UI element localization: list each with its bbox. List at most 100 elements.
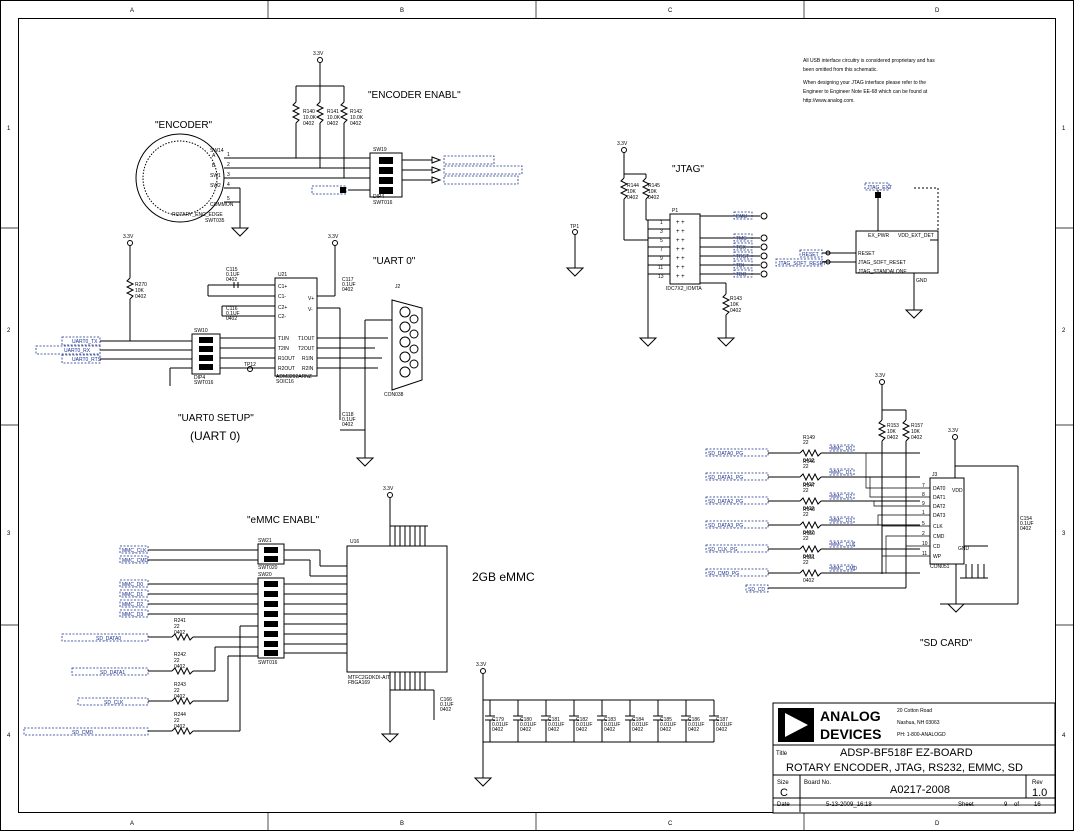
p1-pin-1: 1 (660, 220, 663, 226)
cap-ref: C182 (576, 717, 588, 723)
cap-value: 0.01UF (492, 722, 508, 728)
sd-resistor-value: 22 (803, 464, 809, 470)
rev-value: 1.0 (1032, 787, 1047, 799)
r141-pkg: 0402 (327, 121, 338, 127)
u16-ref: U16 (350, 539, 359, 545)
date-value: 5-13-2009_16:18 (826, 802, 872, 808)
r140-pkg: 0402 (303, 121, 314, 127)
r153-ref: R153 (887, 423, 899, 429)
cap-package: 0402 (492, 727, 503, 733)
encoder-part2: SWT035 (205, 218, 225, 224)
r243-pkg: 0402 (174, 694, 185, 700)
sd-pin-label: CD (933, 544, 941, 550)
u21-part2: SOIC16 (276, 379, 294, 385)
sd-pin-number: 2 (922, 531, 925, 537)
jtag-ic-pin-reset: RESET (858, 251, 875, 257)
sd-route (881, 525, 930, 550)
sd-mid-net: MMC_D1 (831, 470, 852, 476)
r153-pkg: 0402 (887, 435, 898, 441)
sw10-ref: SW10 (194, 328, 208, 334)
cap-ref: C179 (492, 717, 504, 723)
svg-text:+ +: + + (676, 238, 685, 244)
sd-left-net: SD_DATA0_PG (708, 451, 743, 457)
sd-resistor-package: 0402 (803, 482, 814, 488)
cap-value: 0.01UF (604, 722, 620, 728)
cap-ref: C180 (520, 717, 532, 723)
sheet-total: 16 (1034, 802, 1041, 808)
cap-value: 0.01UF (660, 722, 676, 728)
sw20-ref: SW20 (258, 572, 272, 578)
sheet-title: ROTARY ENCODER, JTAG, RS232, EMMC, SD (786, 762, 1023, 774)
sw10-part2: SWT016 (194, 380, 214, 386)
row-label-1: 1 (7, 126, 11, 132)
cap-value: 0.01UF (688, 722, 704, 728)
r142-val: 10.0K (350, 115, 364, 121)
svg-text:GND: GND (958, 546, 970, 552)
u21-pin-t2out: T2OUT (298, 346, 314, 352)
uart-supply-right: 3.3V (328, 234, 339, 240)
sd-resistor-ref: R148 (803, 507, 815, 513)
tp1-ref: TP1 (570, 224, 579, 230)
sd-resistor-ref: R146 (803, 459, 815, 465)
company-name-line-2: DEVICES (820, 726, 881, 742)
svg-text:+ +: + + (676, 220, 685, 226)
p1-pin-5: 5 (660, 238, 663, 244)
sd-resistor-package: 0402 (803, 458, 814, 464)
r242-val: 22 (174, 658, 180, 664)
u21-pin-vminus: V- (308, 307, 313, 313)
jtag-net-emu: EMU (736, 214, 748, 220)
p1-part: IDC7X2_IOMTA (666, 286, 702, 292)
col-label-a: A (130, 8, 134, 14)
r244-pkg: 0402 (174, 724, 185, 730)
c115-val: 0.1UF (226, 272, 240, 278)
cap-value: 0.01UF (632, 722, 648, 728)
r241-pkg: 0402 (174, 630, 185, 636)
emmc-net-d0: MMC_D0 (122, 582, 143, 588)
p1-pin-3: 3 (660, 229, 663, 235)
cap-ref: C184 (632, 717, 644, 723)
c115-ref: C115 (226, 267, 238, 273)
sd-pin-number: 9 (922, 501, 925, 507)
col-label-c: C (668, 8, 673, 14)
row-label-4: 4 (7, 733, 11, 739)
sd-resistor-ref: R149 (803, 435, 815, 441)
jtag-net-tdo: TDO (736, 272, 747, 278)
note-line-3: When designing your JTAG interface pleas… (803, 80, 926, 86)
sd-resistor-value: 22 (803, 560, 809, 566)
u21-pin-c1n: C1- (278, 294, 286, 300)
sd-pin-number: 7 (922, 483, 925, 489)
decoupling-supply: 3.3V (476, 662, 487, 668)
r145-val: 10K (648, 189, 658, 195)
jtag-ic-pin-vddext: VDD_EXT_DET (898, 233, 934, 239)
p1-pin-9: 9 (660, 256, 663, 262)
board-number: A0217-2008 (890, 784, 950, 796)
sd-left-net: SD_DATA3_PG (708, 523, 743, 529)
r153-val: 10K (887, 429, 897, 435)
section-uart0-setup: "UART0 SETUP" (178, 413, 254, 424)
c166-val: 0.1UF (440, 702, 454, 708)
r241-ref: R241 (174, 618, 186, 624)
encoder-pin-num-5: 5 (227, 196, 230, 202)
svg-text:+ +: + + (676, 274, 685, 280)
sd-resistor-ref: R150 (803, 531, 815, 537)
sd-pin-label: DAT3 (933, 513, 946, 519)
row-label-3: 3 (7, 531, 11, 537)
sd-resistor-package: 0402 (803, 530, 814, 536)
sd-connector-j3 (929, 477, 965, 565)
uart-net-rts: UART0_RTS (72, 357, 102, 363)
sd-cd-row: SD_CD (745, 545, 930, 593)
sd-resistor-value: 22 (803, 440, 809, 446)
sw19-part: DIP4 (373, 194, 384, 200)
c116-pkg: 0402 (226, 316, 237, 322)
sheet-label: Sheet (958, 802, 974, 808)
sd-pin-number: 5 (922, 521, 925, 527)
r244-val: 22 (174, 718, 180, 724)
section-uart0-sub: (UART 0) (190, 429, 240, 443)
u21-pin-vplus: V+ (308, 296, 314, 302)
